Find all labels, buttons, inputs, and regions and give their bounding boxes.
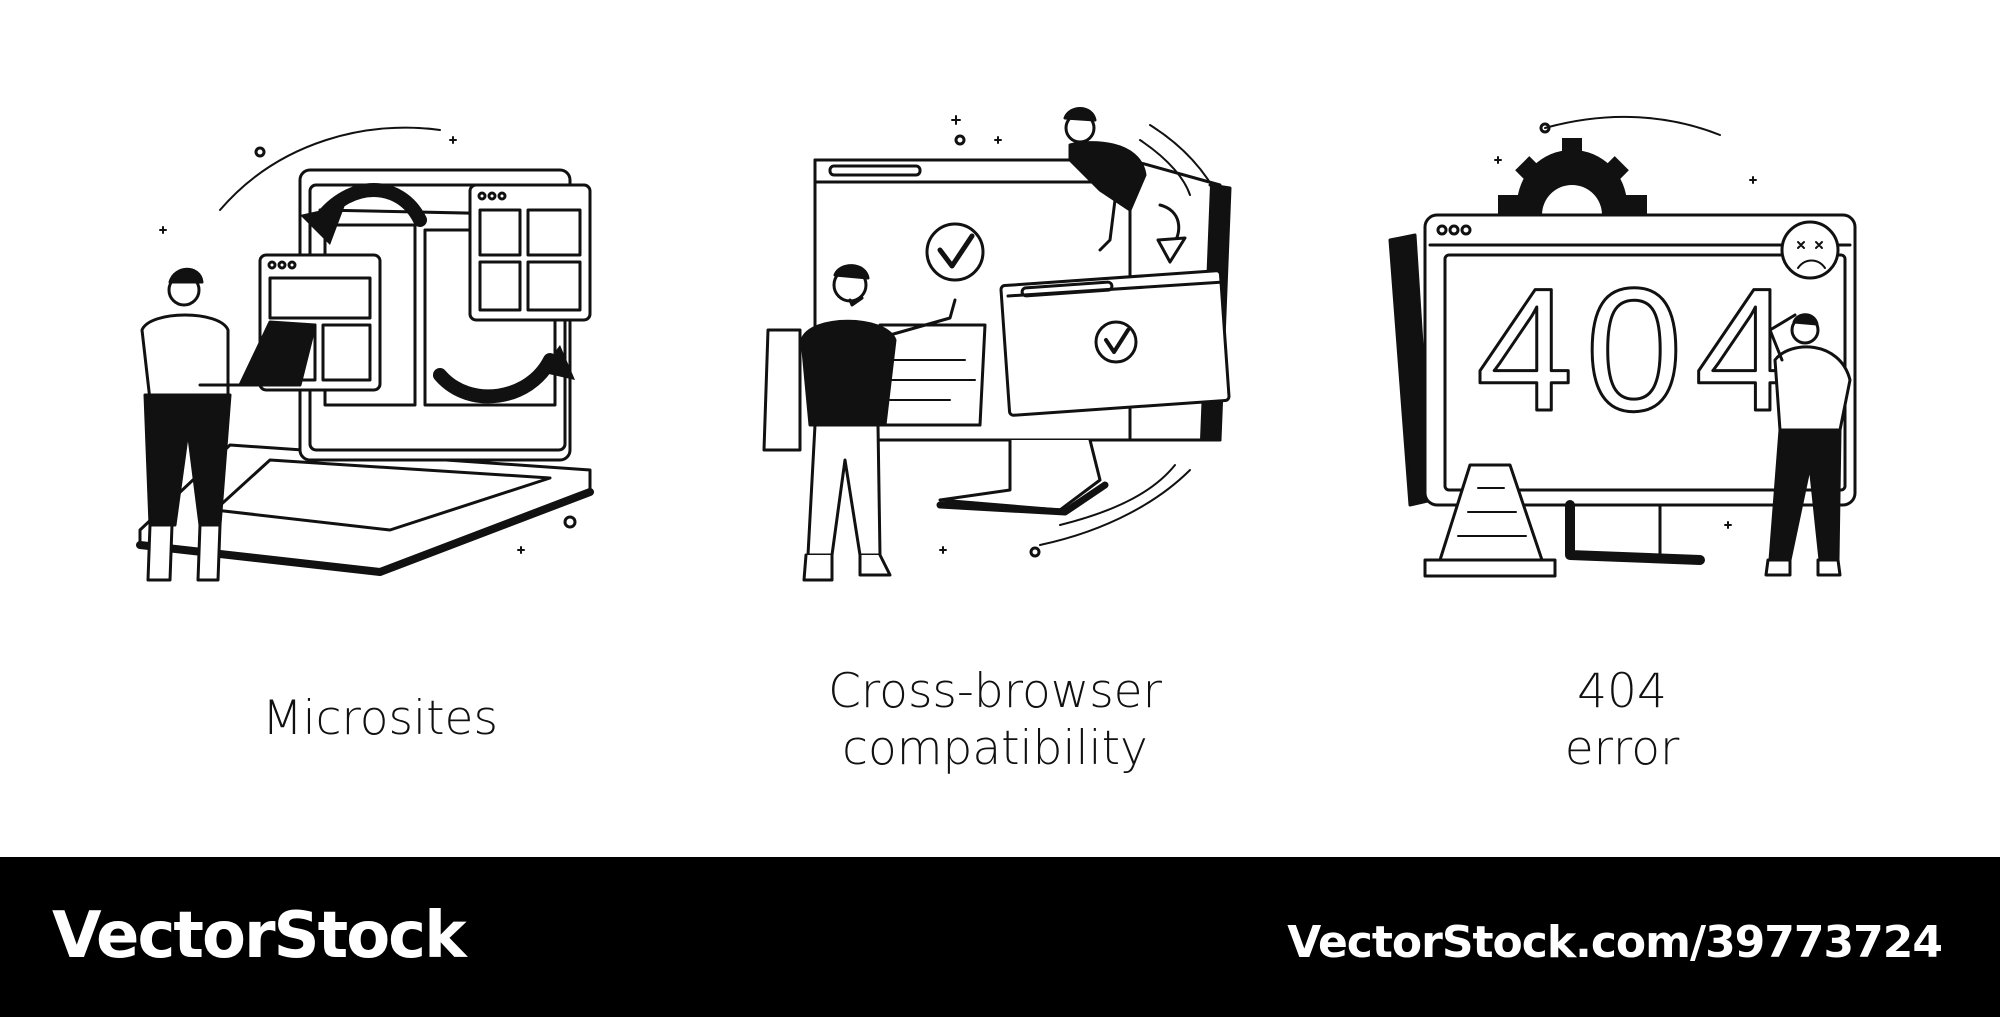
arrow-bottom-icon: [433, 353, 557, 404]
person-torso: [1773, 345, 1852, 432]
caption-404-error: 404 error: [1322, 663, 1922, 777]
arrow-top-icon: [313, 183, 427, 227]
caption-microsites: Microsites: [80, 690, 680, 747]
caption-line: Microsites: [262, 691, 498, 746]
held-laptop: [198, 320, 317, 387]
caption-line: compatibility: [842, 721, 1148, 776]
404-error-illustration: 404: [1370, 0, 1890, 620]
person-torso: [800, 319, 897, 427]
footer-url: VectorStock.com/39773724: [1287, 917, 1943, 968]
screen-error-code: 404: [1476, 253, 1804, 448]
brand-logo: VectorStock: [52, 899, 467, 973]
cross-browser-illustration: [740, 0, 1260, 620]
caption-line: 404: [1577, 664, 1667, 719]
microsites-illustration: [120, 0, 640, 620]
footer-bar: VectorStock VectorStock.com/39773724: [0, 857, 2000, 1017]
sad-face-icon: [1780, 220, 1840, 280]
caption-cross-browser: Cross-browser compatibility: [695, 663, 1295, 777]
person-torso: [140, 313, 230, 402]
check-icon-top: [925, 222, 985, 282]
caption-line: error: [1564, 721, 1680, 776]
left-window: [762, 328, 802, 452]
check-icon-front: [1094, 320, 1138, 364]
caption-line: Cross-browser: [828, 664, 1162, 719]
